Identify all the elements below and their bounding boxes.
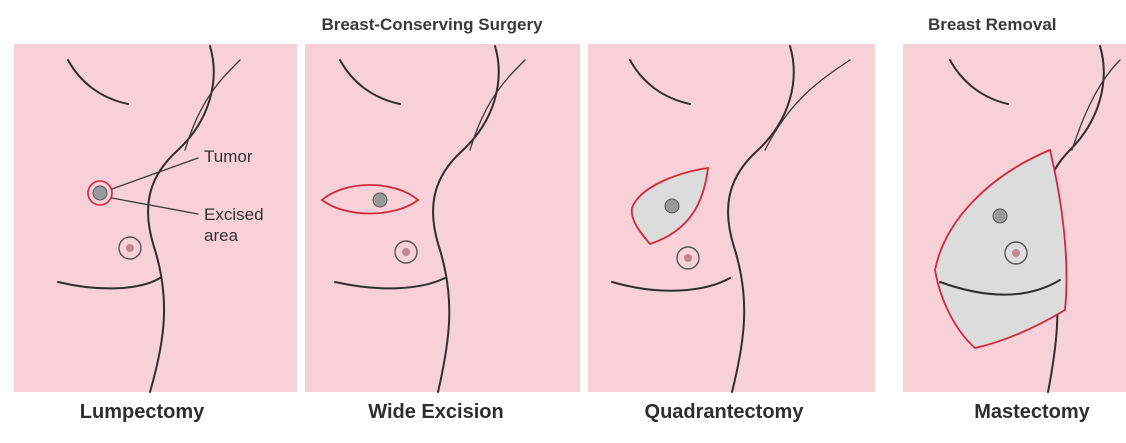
panel-lumpectomy: Tumor Excised area Lumpectomy [14, 44, 297, 423]
panel-mastectomy: Mastectomy [903, 44, 1126, 423]
tumor-mark [373, 193, 387, 207]
nipple [684, 254, 692, 262]
nipple [126, 244, 134, 252]
panel-quadrantectomy: Quadrantectomy [588, 44, 875, 423]
excised-label: Excised [204, 205, 264, 224]
nipple [402, 248, 410, 256]
tumor-mark [993, 209, 1007, 223]
panel-wide-excision: Wide Excision [305, 44, 580, 423]
caption-mastectomy: Mastectomy [974, 401, 1090, 423]
group-title-breast-removal: Breast Removal [928, 15, 1057, 34]
tumor-mark [665, 199, 679, 213]
tumor-mark [93, 186, 107, 200]
caption-lumpectomy: Lumpectomy [80, 401, 205, 423]
caption-wide-excision: Wide Excision [368, 401, 503, 423]
skin-background [305, 44, 580, 392]
skin-background [588, 44, 875, 392]
caption-quadrantectomy: Quadrantectomy [645, 401, 805, 423]
group-title-breast-conserving: Breast-Conserving Surgery [321, 15, 543, 34]
tumor-label: Tumor [204, 147, 253, 166]
nipple [1012, 249, 1020, 257]
excised-label-line2: area [204, 226, 239, 245]
